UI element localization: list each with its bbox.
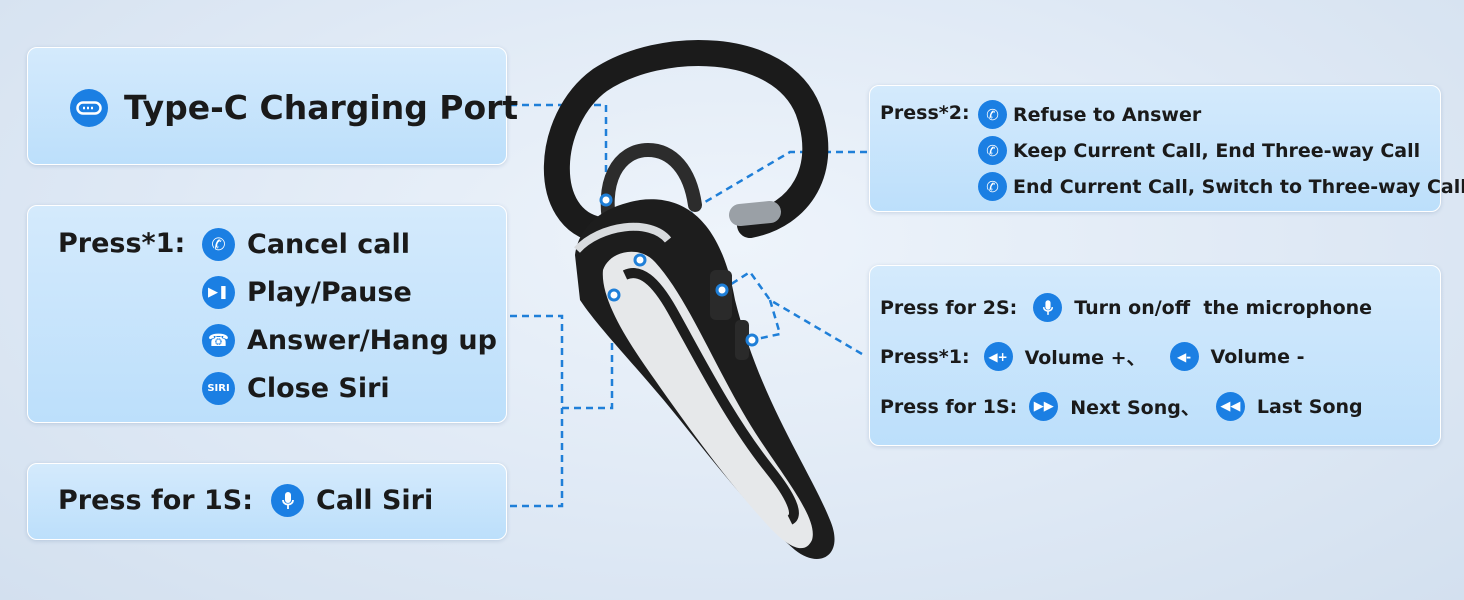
press1-item-label: Play/Pause [247,277,412,308]
press1-right-heading: Press*1: [880,345,970,368]
connector-dots [599,193,759,347]
refuse-call-icon: ✆ [978,100,1007,129]
microphone-toggle-label: Turn on/off the microphone [1074,296,1373,319]
press2-heading: Press*2: [880,102,970,124]
play-pause-icon: ▶❚ [202,276,235,309]
last-song-icon: ◀◀ [1215,392,1245,421]
switch-call-icon: ✆ [978,172,1007,201]
microphone-icon [271,484,304,517]
press1-item-label: Cancel call [247,229,410,260]
phone-cancel-icon: ✆ [202,228,235,261]
answer-hangup-icon: ☎ [202,324,235,357]
next-song-icon: ▶▶ [1029,392,1059,421]
volume-up-label: Volume +、 [1024,347,1146,369]
volume-down-icon: ◀- [1169,342,1199,371]
press1-item-label: Close Siri [247,373,390,404]
volume-down-label: Volume - [1210,345,1305,368]
volume-up-icon: ◀+ [983,342,1013,371]
right-controls-card: Press for 2S: Turn on/off the microphone… [869,265,1441,446]
press1s-right-heading: Press for 1S: [880,395,1018,418]
press2-card: Press*2: ✆ Refuse to Answer ✆ Keep Curre… [869,85,1464,212]
next-song-label: Next Song、 [1070,397,1200,419]
press1-item-label: Answer/Hang up [247,325,497,356]
type-c-card: Type-C Charging Port [27,47,518,165]
last-song-label: Last Song [1256,395,1363,418]
usb-c-port-icon [70,88,108,127]
headset-image [543,40,835,559]
microphone-icon [1033,293,1063,322]
press2-item-label: Keep Current Call, End Three-way Call [1013,139,1421,162]
press2-item-label: Refuse to Answer [1013,103,1202,126]
press1s-heading: Press for 1S: [58,485,253,516]
call-siri-label: Call Siri [316,485,434,516]
keep-call-icon: ✆ [978,136,1007,165]
press2s-heading: Press for 2S: [880,296,1018,319]
press1-heading: Press*1: [58,228,186,259]
press1s-card: Press for 1S: Call Siri [27,463,507,540]
press2-item-label: End Current Call, Switch to Three-way Ca… [1013,175,1464,198]
press1-card: Press*1: ✆ Cancel call ▶❚ Play/Pause ☎ A… [27,205,507,423]
siri-icon: SIRI [202,372,235,405]
type-c-label: Type-C Charging Port [124,88,519,127]
